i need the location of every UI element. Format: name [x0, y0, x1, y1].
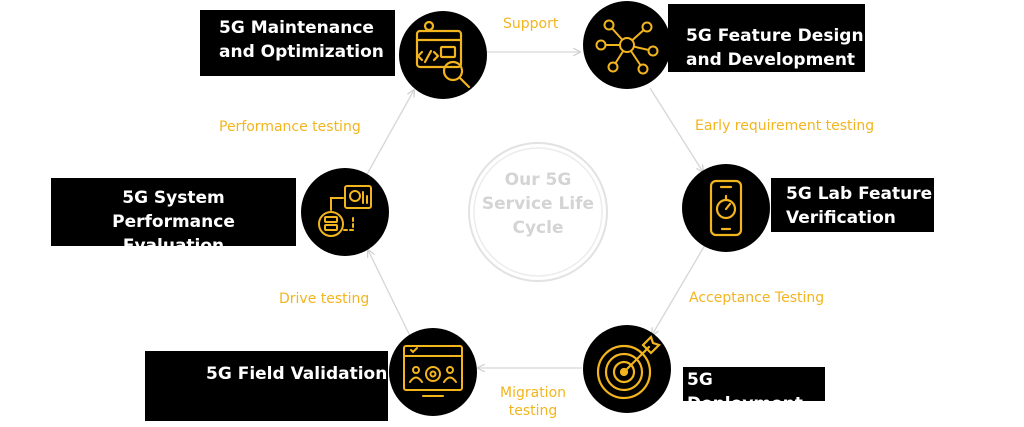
center-title-line-1: Our 5G: [504, 170, 572, 190]
stage-node-lab-verification: [682, 164, 770, 252]
stage-label-line-1: 5G Lab Feature: [786, 184, 933, 204]
stage-node-maintenance: [399, 11, 487, 99]
connector-acceptance: [652, 244, 706, 335]
stage-label-line-1: 5G System Performance: [112, 188, 235, 232]
transition-label-migration-line-1: Migration: [500, 385, 567, 401]
transition-label-migration-line-2: testing: [508, 403, 558, 419]
stage-label-line-2: Verification: [786, 208, 896, 228]
stage-node-performance-evaluation: [301, 168, 389, 256]
center-title-line-3: Cycle: [512, 218, 564, 238]
code-search-icon: [415, 20, 471, 89]
center-title: Our 5G Service Life Cycle: [470, 168, 606, 240]
stage-node-feature-design: [583, 1, 671, 89]
stage-node-deployment: [583, 325, 671, 413]
stage-label-lab-verification: 5G Lab Feature Verification: [771, 178, 934, 232]
target-arrow-icon: [596, 334, 662, 400]
stage-node-field-validation: [389, 328, 477, 416]
transition-label-performance: Performance testing: [219, 119, 361, 135]
stage-label-line-2: and Optimization: [219, 42, 384, 62]
center-ring-outer: [468, 142, 608, 282]
stage-label-line-1: 5G Feature Design: [686, 26, 864, 46]
center-title-line-2: Service Life: [481, 194, 595, 214]
mobile-stopwatch-icon: [709, 179, 743, 237]
stage-label-line-2: Evaluation: [122, 236, 225, 256]
stage-label-feature-design: 5G Feature Design and Development: [668, 4, 865, 72]
stage-label-line-1: 5G Maintenance: [219, 18, 374, 38]
stage-label-field-validation: 5G Field Validation: [145, 351, 388, 421]
stage-label-line-1: 5G Field Validation: [206, 364, 388, 384]
transition-label-support: Support: [503, 16, 559, 32]
center-ring-inner: [473, 147, 603, 277]
stage-label-line-1: 5G Deployment: [687, 370, 803, 414]
performance-dashboard-icon: [318, 185, 372, 237]
stage-label-maintenance: 5G Maintenance and Optimization: [200, 10, 395, 76]
transition-label-drive: Drive testing: [279, 291, 370, 307]
transition-label-acceptance: Acceptance Testing: [689, 290, 825, 306]
connector-early-requirement: [649, 87, 703, 172]
connector-performance: [365, 90, 414, 177]
transition-label-migration: Migration testing: [500, 384, 566, 420]
stage-label-performance-evaluation: 5G System Performance Evaluation: [51, 178, 296, 256]
connector-drive: [368, 250, 413, 341]
stage-label-line-2: and Development: [686, 50, 856, 70]
transition-label-early-requirement: Early requirement testing: [695, 118, 875, 134]
stage-label-deployment: 5G Deployment: [683, 367, 825, 414]
network-hub-icon: [595, 19, 659, 75]
field-team-gear-icon: [403, 345, 463, 397]
